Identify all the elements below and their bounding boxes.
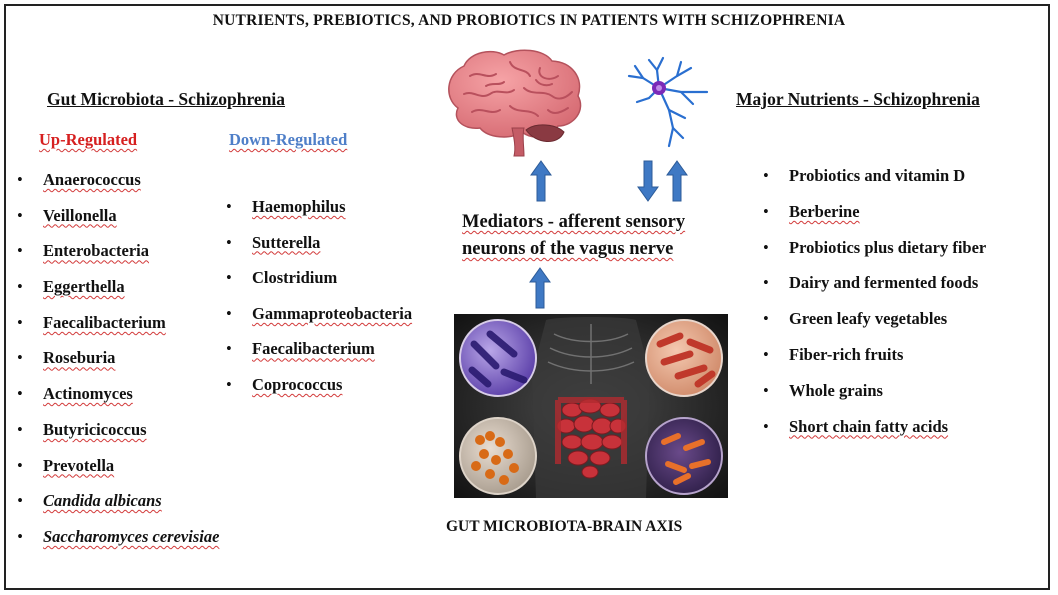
list-item: Saccharomyces cerevisiae <box>17 527 219 563</box>
nutrients-heading: Major Nutrients - Schizophrenia <box>736 89 980 109</box>
down-arrow-icon <box>637 160 659 202</box>
up-arrow-icon <box>530 160 552 202</box>
gut-microbiota-heading: Gut Microbiota - Schizophrenia <box>47 89 286 109</box>
list-item: Candida albicans <box>17 491 219 527</box>
list-item: Probiotics and vitamin D <box>763 166 986 202</box>
list-item: Anaerococcus <box>17 170 219 206</box>
list-item: Faecalibacterium <box>226 339 412 375</box>
list-item: Coprococcus <box>226 375 412 411</box>
list-item: Probiotics plus dietary fiber <box>763 238 986 274</box>
list-item: Gammaproteobacteria <box>226 304 412 340</box>
axis-label: GUT MICROBIOTA-BRAIN AXIS <box>446 518 683 535</box>
brain-icon <box>448 49 582 157</box>
up-arrow-icon <box>529 267 551 309</box>
list-item: Fiber-rich fruits <box>763 345 986 381</box>
neuron-icon <box>627 56 709 148</box>
figure-title: NUTRIENTS, PREBIOTICS, AND PROBIOTICS IN… <box>212 12 846 29</box>
list-item: Eggerthella <box>17 277 219 313</box>
list-item: Sutterella <box>226 233 412 269</box>
list-item: Actinomyces <box>17 384 219 420</box>
up-arrow-icon <box>666 160 688 202</box>
list-item: Green leafy vegetables <box>763 309 986 345</box>
list-item: Enterobacteria <box>17 241 219 277</box>
list-item: Veillonella <box>17 206 219 242</box>
list-item: Haemophilus <box>226 197 412 233</box>
down-regulated-list: Haemophilus Sutterella Clostridium Gamma… <box>226 197 412 411</box>
figure-frame <box>4 4 1050 590</box>
down-regulated-label: Down-Regulated <box>229 130 348 149</box>
up-regulated-list: Anaerococcus Veillonella Enterobacteria … <box>17 170 219 563</box>
list-item: Berberine <box>763 202 986 238</box>
list-item: Faecalibacterium <box>17 313 219 349</box>
list-item: Roseburia <box>17 348 219 384</box>
up-regulated-label: Up-Regulated <box>39 130 138 149</box>
list-item: Dairy and fermented foods <box>763 273 986 309</box>
list-item: Whole grains <box>763 381 986 417</box>
list-item: Prevotella <box>17 456 219 492</box>
nutrients-list: Probiotics and vitamin D Berberine Probi… <box>763 166 986 452</box>
gut-microbiota-image <box>454 314 728 498</box>
list-item: Clostridium <box>226 268 412 304</box>
list-item: Short chain fatty acids <box>763 417 986 453</box>
mediators-text: Mediators - afferent sensory neurons of … <box>462 212 686 259</box>
list-item: Butyricicoccus <box>17 420 219 456</box>
